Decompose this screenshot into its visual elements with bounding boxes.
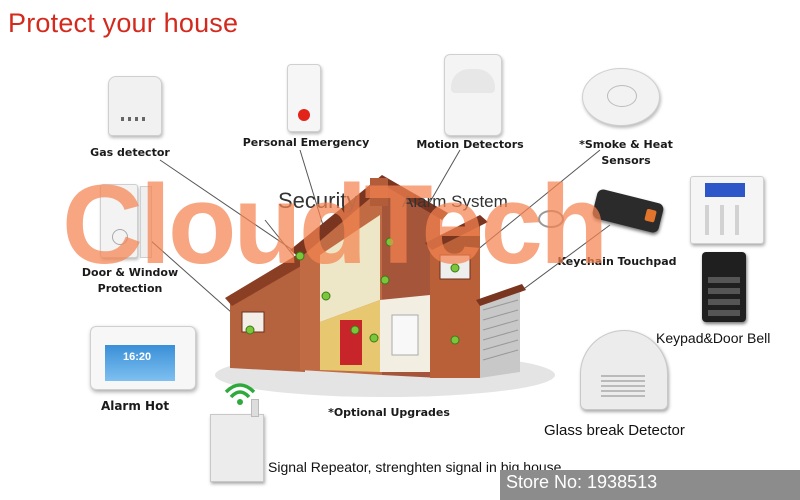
gas-detector-label: Gas detector (90, 146, 170, 159)
sensor-dot (369, 333, 379, 343)
door-window-sensor-image (100, 184, 138, 258)
page-title: Protect your house (8, 8, 239, 38)
sensor-dot (350, 325, 360, 335)
alarm-host-screen: 16:20 (105, 345, 175, 381)
system-title-alarm: Alarm System (402, 192, 508, 211)
sensor-dot (380, 275, 390, 285)
alarm-host-label: Alarm Hot (100, 399, 170, 413)
sensor-dot (321, 291, 331, 301)
personal-emergency-label: Personal Emergency (242, 136, 370, 149)
leader-line-gas (159, 159, 301, 256)
sensor-dot (450, 335, 460, 345)
watermark: CloudTech (62, 162, 608, 287)
smoke-heat-label-2: Sensors (601, 154, 651, 167)
key-ring (538, 210, 564, 228)
emergency-button-image (287, 64, 321, 132)
alarm-host-image: 16:20 (90, 326, 196, 390)
sensor-dot (385, 237, 395, 247)
sensor-dot (245, 325, 255, 335)
store-bar (500, 470, 800, 500)
smoke-heat-label-1: *Smoke & Heat (579, 138, 673, 151)
door-window-magnet-image (140, 186, 152, 258)
door-window-label-1: Door & Window (81, 266, 179, 279)
leader-line-door (149, 239, 241, 321)
gas-detector-image (108, 76, 162, 136)
glass-break-label: Glass break Detector (544, 422, 685, 439)
signal-repeater-image (210, 399, 264, 482)
motion-detector-image (444, 54, 502, 136)
system-title-security: Security (278, 188, 358, 213)
door-window-label-2: Protection (97, 282, 163, 295)
keypad-door-bell-label: Keypad&Door Bell (656, 330, 771, 346)
optional-upgrades-label: *Optional Upgrades (328, 406, 450, 419)
smoke-detector-image (582, 68, 660, 126)
keychain-touchpad-label: Keychain Touchpad (557, 255, 677, 268)
wifi-icon (222, 376, 258, 406)
screen-time: 16:20 (123, 351, 152, 363)
signal-repeater-label: Signal Repeator, strenghten signal in bi… (268, 459, 562, 475)
touch-panel-image (690, 176, 764, 244)
keypad-image (702, 252, 746, 322)
glass-break-detector-image (580, 330, 668, 410)
store-number: Store No: 1938513 (506, 472, 658, 492)
motion-detectors-label: Motion Detectors (416, 138, 524, 151)
sensor-dot (295, 251, 305, 261)
sensor-dot (450, 263, 460, 273)
